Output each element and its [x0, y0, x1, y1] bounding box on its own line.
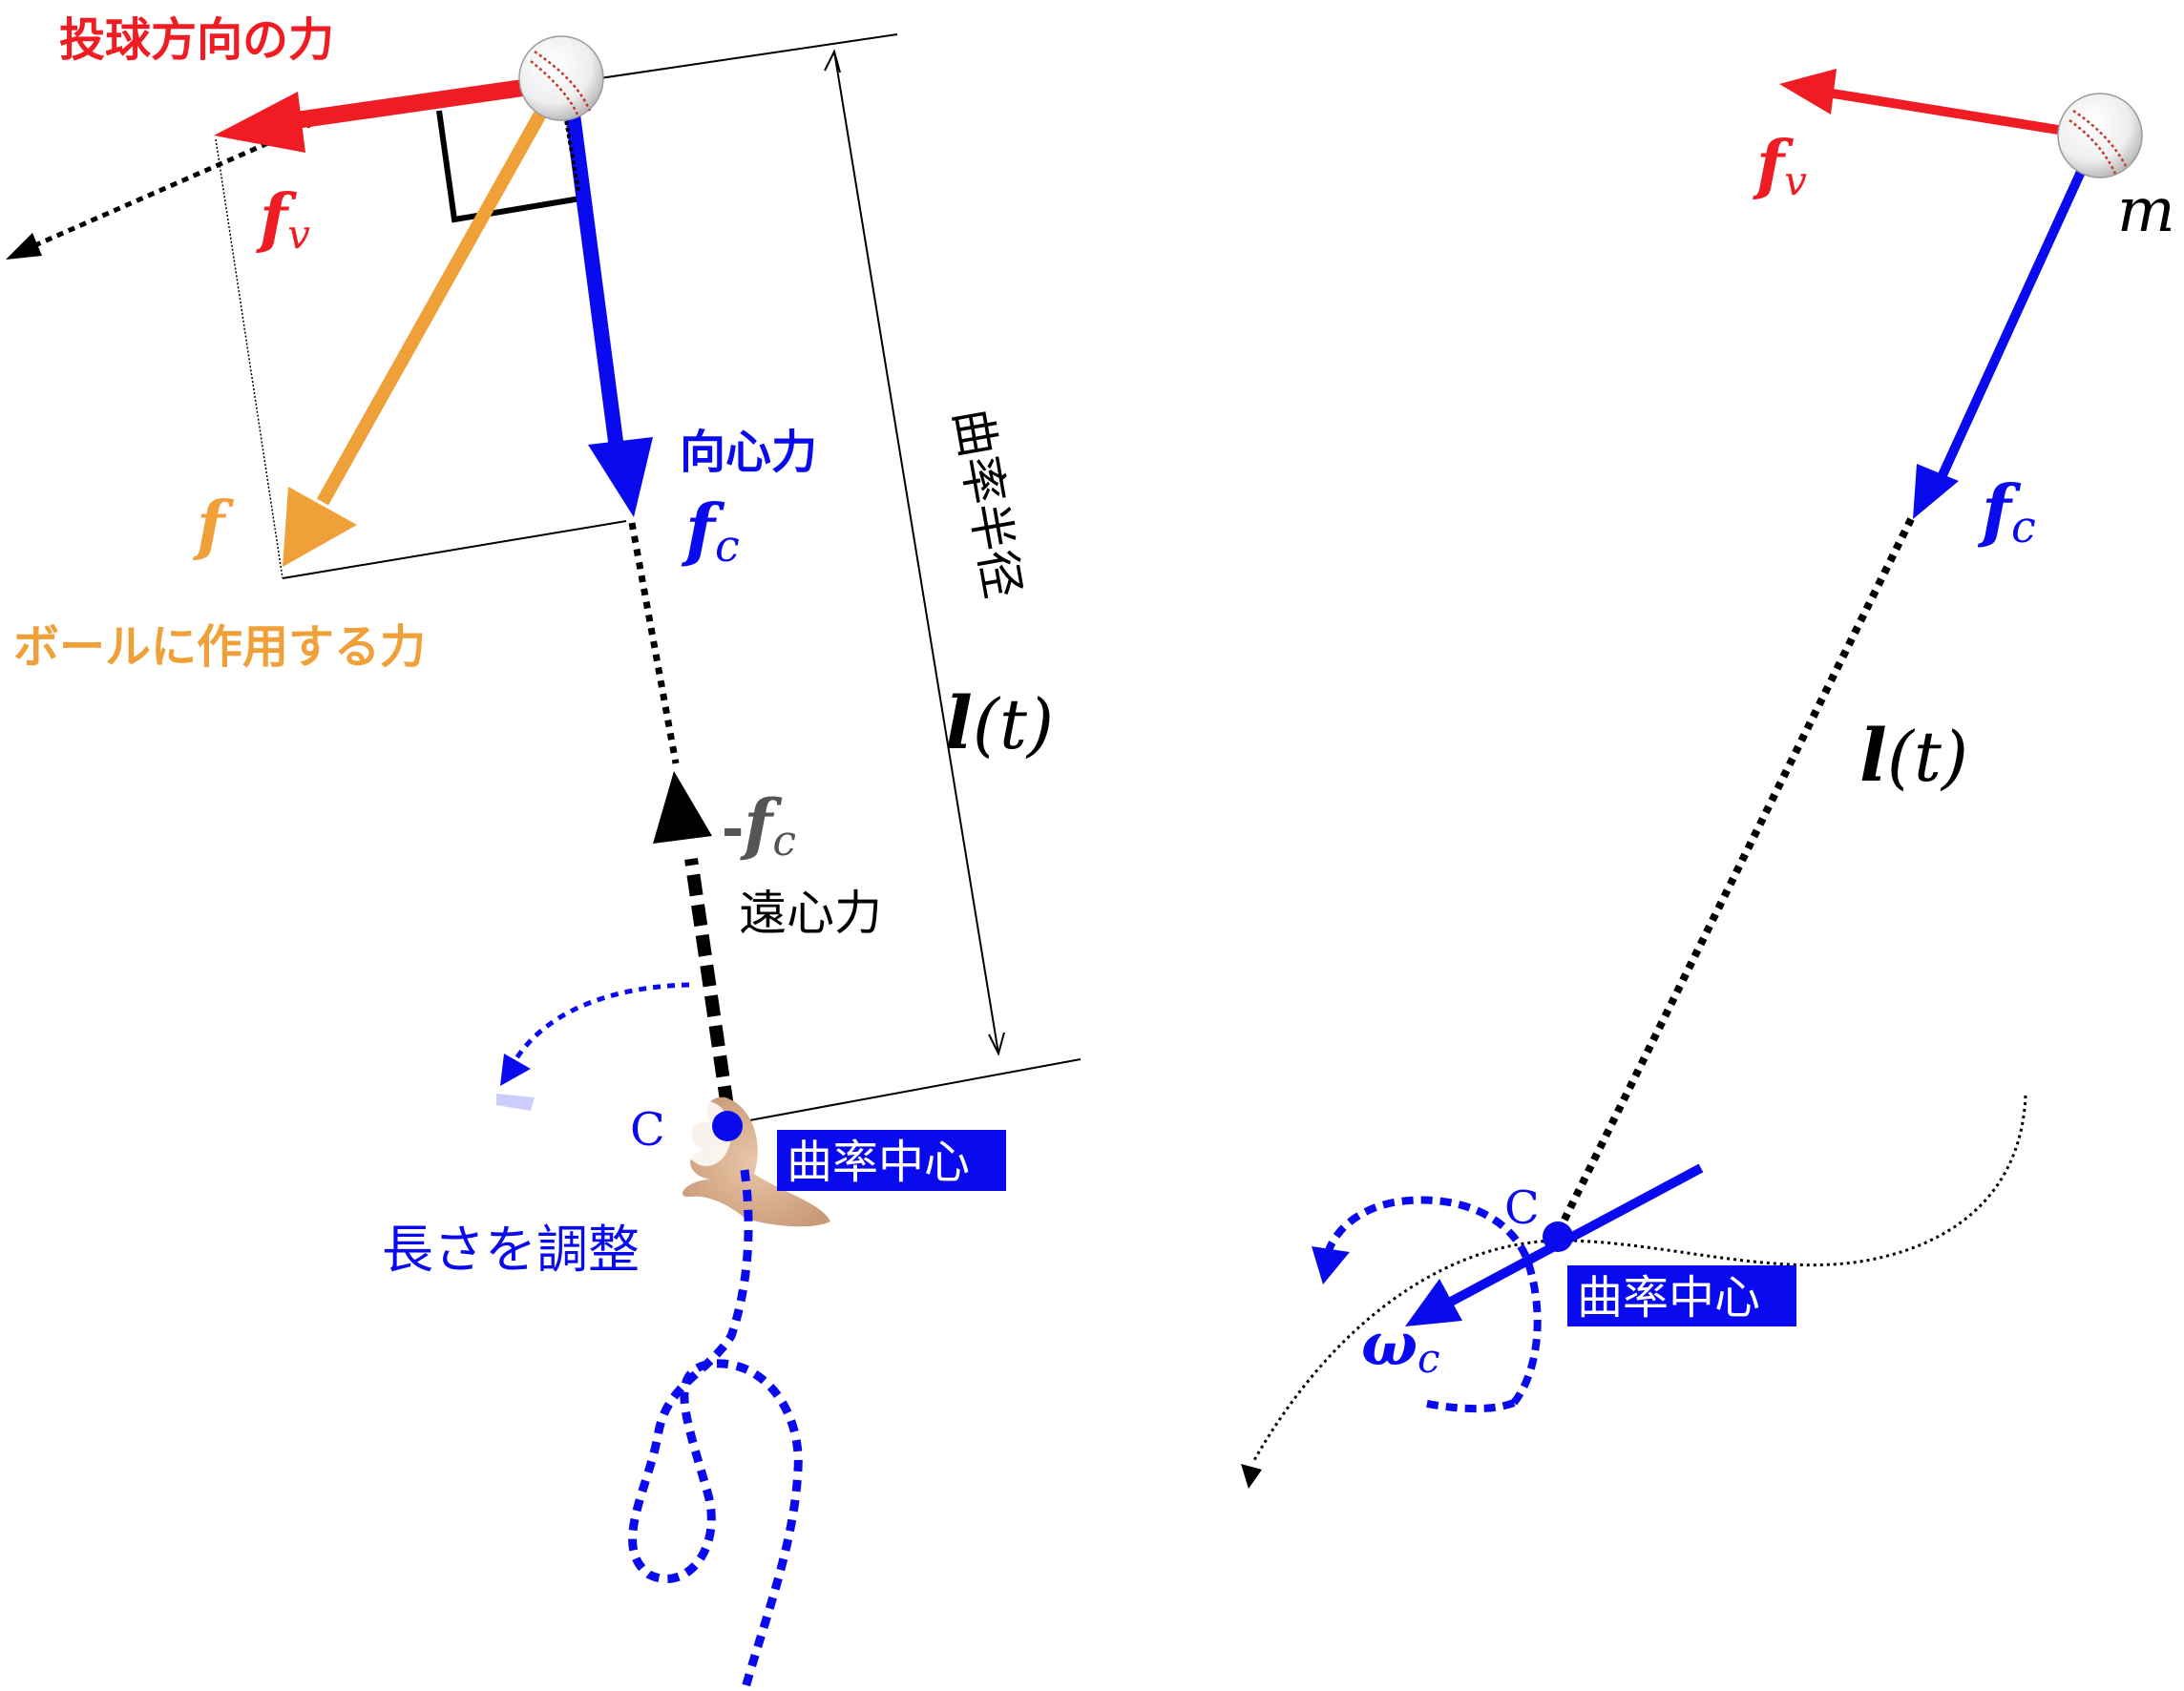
radius-top-guide: [560, 33, 898, 85]
centrifugal-label: 遠心力: [739, 886, 882, 941]
center-label-box: [777, 1130, 1006, 1191]
string-dotted-line: [628, 522, 680, 764]
hand-ghost: [496, 1094, 535, 1111]
radius-dimension-arrow: [824, 49, 1005, 1056]
omega-rotation-arrow: [1312, 1196, 1542, 1413]
center-point-label: C: [630, 1103, 665, 1157]
baseball-icon: [518, 35, 604, 121]
mass-symbol: m: [2117, 176, 2175, 246]
neg-fc-symbol: -fc: [722, 784, 796, 866]
right-length-symbol: l(t): [1859, 713, 1968, 798]
adjust-length-label: 長さを調整: [382, 1220, 640, 1280]
centripetal-force-arrow: [563, 113, 653, 517]
right-curvature-center-point: [1543, 1221, 1573, 1252]
curvature-center-point: [712, 1111, 743, 1141]
centrifugal-force-arrow: [653, 771, 734, 1109]
right-fv-symbol: fv: [1753, 127, 1807, 204]
left-diagram: 投球方向の力 fv f ボールに作用する力 向心力 fc 曲率半径 l(t) -…: [6, 13, 1082, 1691]
fc-symbol: fc: [681, 489, 740, 572]
throw-direction-label: 投球方向の力: [59, 13, 334, 67]
radius-bottom-guide: [744, 1058, 1082, 1122]
right-centripetal-force-arrow: [1913, 169, 2086, 519]
throw-force-arrow: [214, 79, 525, 153]
omega-symbol: ωc: [1361, 1309, 1440, 1382]
radius-label: 曲率半径: [943, 405, 1031, 602]
right-angle-marker: [436, 110, 581, 223]
fv-symbol: fv: [256, 180, 310, 258]
trajectory-dotted-curve: [1241, 1095, 2027, 1489]
right-center-point-label: C: [1504, 1181, 1540, 1235]
centripetal-label: 向心力: [680, 426, 817, 479]
right-throw-force-arrow: [1779, 69, 2059, 135]
right-fc-symbol: fc: [1977, 470, 2036, 553]
right-center-label-box: [1567, 1265, 1796, 1326]
omega-vector-arrow: [1405, 1163, 1704, 1326]
ball-force-label: ボールに作用する力: [13, 620, 426, 674]
right-center-label: 曲率中心: [1577, 1271, 1760, 1325]
f-symbol: f: [193, 488, 234, 564]
right-diagram: fv m fc l(t) C 曲率中心 ωc: [1241, 69, 2175, 1489]
hand-trajectory-dotted: [628, 1169, 803, 1691]
right-string-dotted-line: [1554, 517, 1915, 1235]
resultant-force-arrow: [283, 107, 549, 567]
right-baseball-icon: [2057, 93, 2143, 178]
center-label: 曲率中心: [787, 1136, 970, 1189]
parallelogram-bottom-edge: [282, 520, 627, 579]
parallelogram-left-edge: [215, 138, 284, 579]
hand-rotation-arrow: [500, 982, 690, 1086]
length-symbol: l(t): [945, 680, 1054, 765]
